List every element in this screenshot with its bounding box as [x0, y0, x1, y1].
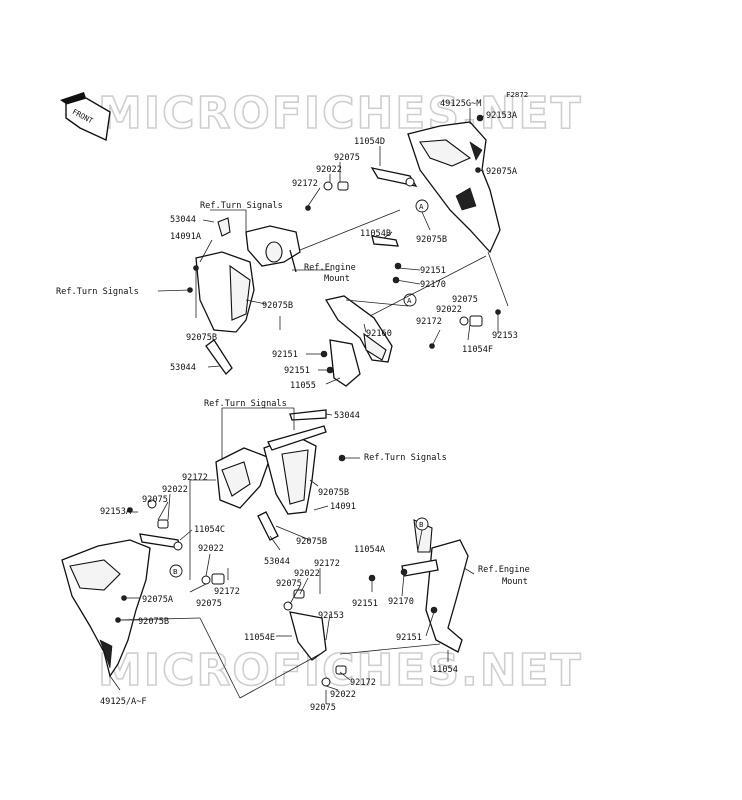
label-92075-r: 92075	[452, 295, 478, 305]
label-92153-lo: 92153	[318, 611, 344, 621]
left-cowl-part	[61, 539, 151, 678]
label-53044-c: 53044	[334, 411, 360, 421]
label-92172-lo2: 92172	[350, 678, 376, 688]
label-53044-a: 53044	[170, 215, 196, 225]
pad-53044-c-part	[289, 409, 327, 421]
label-92172-l2: 92172	[214, 587, 240, 597]
label-92170-a: 92170	[420, 280, 446, 290]
label-92022-lo2: 92022	[330, 690, 356, 700]
watermark-top: MICROFICHES.NET	[98, 88, 583, 139]
label-92075-lo: 92075	[276, 579, 302, 589]
callout-b-2: B	[415, 517, 429, 531]
pad-53044-d-part	[257, 511, 279, 541]
label-53044-b: 53044	[170, 363, 196, 373]
label-92172-l: 92172	[182, 473, 208, 483]
label-92022-lo: 92022	[294, 569, 320, 579]
label-92075b-lo2: 92075B	[296, 537, 327, 547]
label-ref-turn-signals-1: Ref.Turn Signals	[200, 201, 283, 211]
label-ref-engine-mount-1b: Mount	[324, 274, 350, 284]
label-11054e: 11054E	[244, 633, 275, 643]
label-11054b: 11054B	[360, 229, 391, 239]
svg-text:A: A	[407, 296, 412, 305]
label-92151-c: 92151	[284, 366, 310, 376]
part-labels: 49125G~M 92153A 11054D 92075 92022 92172…	[56, 99, 530, 713]
label-11055: 11055	[290, 381, 316, 391]
label-92022-top: 92022	[316, 165, 342, 175]
label-92022-l2: 92022	[198, 544, 224, 554]
label-92151-b: 92151	[272, 350, 298, 360]
label-92075b-left: 92075B	[186, 333, 217, 343]
label-ref-engine-mount-2b: Mount	[502, 577, 528, 587]
hardware-stack-top	[305, 114, 484, 374]
callout-a-1: A	[415, 199, 429, 213]
label-92075-top: 92075	[334, 153, 360, 163]
label-11054a: 11054A	[354, 545, 386, 555]
label-53044-d: 53044	[264, 557, 290, 567]
label-92075a-top: 92075A	[486, 167, 518, 177]
label-92022-r: 92022	[436, 305, 462, 315]
label-92151-a: 92151	[420, 266, 446, 276]
diagram-code: F2872	[506, 90, 528, 99]
pad-53044-part	[205, 217, 233, 376]
label-92151-e: 92151	[396, 633, 422, 643]
label-92172-lo: 92172	[314, 559, 340, 569]
label-92075b-l: 92075B	[138, 617, 169, 627]
label-92153a-l: 92153A	[100, 507, 132, 517]
bracket-11054c-part	[139, 533, 183, 551]
front-arrow-icon: FRONT	[60, 92, 111, 142]
leader-lines	[109, 108, 509, 704]
bracket-11054d-part	[370, 167, 418, 187]
label-11054f: 11054F	[462, 345, 493, 355]
label-49125a-f: 49125/A~F	[100, 697, 147, 707]
label-92170-b: 92170	[388, 597, 414, 607]
label-ref-turn-signals-2: Ref.Turn Signals	[56, 287, 139, 297]
label-14091: 14091	[330, 502, 356, 512]
label-92075-l2: 92075	[196, 599, 222, 609]
turn-signal-unit-part	[215, 447, 271, 509]
callout-a-2: A	[403, 293, 417, 307]
left-cover-14091a-part	[195, 251, 255, 333]
label-49125g-m: 49125G~M	[440, 99, 481, 109]
svg-text:A: A	[419, 202, 424, 211]
label-92151-d: 92151	[352, 599, 378, 609]
callout-b-1: B	[169, 564, 183, 578]
mount-bracket-11055-part	[324, 295, 393, 387]
svg-text:B: B	[173, 567, 178, 576]
label-92022-l: 92022	[162, 485, 188, 495]
label-92075b-lo: 92075B	[318, 488, 349, 498]
label-ref-engine-mount-1: Ref.Engine	[304, 263, 356, 273]
label-92172-top: 92172	[292, 179, 318, 189]
label-ref-turn-signals-4: Ref.Turn Signals	[364, 453, 447, 463]
label-92153-r: 92153	[492, 331, 518, 341]
bracket-11054b-part	[371, 235, 399, 247]
label-ref-engine-mount-2: Ref.Engine	[478, 565, 530, 575]
label-11054d: 11054D	[354, 137, 385, 147]
label-92153a-top: 92153A	[486, 111, 518, 121]
label-ref-turn-signals-3: Ref.Turn Signals	[204, 399, 287, 409]
label-11054c: 11054C	[194, 525, 225, 535]
label-92075a-l: 92075A	[142, 595, 174, 605]
svg-text:B: B	[419, 520, 424, 529]
label-92075b-top: 92075B	[416, 235, 447, 245]
label-92160: 92160	[366, 329, 392, 339]
label-14091a: 14091A	[170, 232, 202, 242]
turn-signal-bracket-part	[245, 225, 301, 273]
label-92075b-mid: 92075B	[262, 301, 293, 311]
right-cowl-part	[407, 121, 501, 254]
label-92075-l: 92075	[142, 495, 168, 505]
label-11054: 11054	[432, 665, 458, 675]
mount-bracket-11054-part	[401, 519, 469, 653]
cover-14091-part	[263, 425, 327, 515]
hardware-stack-right	[459, 309, 501, 327]
label-92075-lo2: 92075	[310, 703, 336, 713]
label-92172-r: 92172	[416, 317, 442, 327]
